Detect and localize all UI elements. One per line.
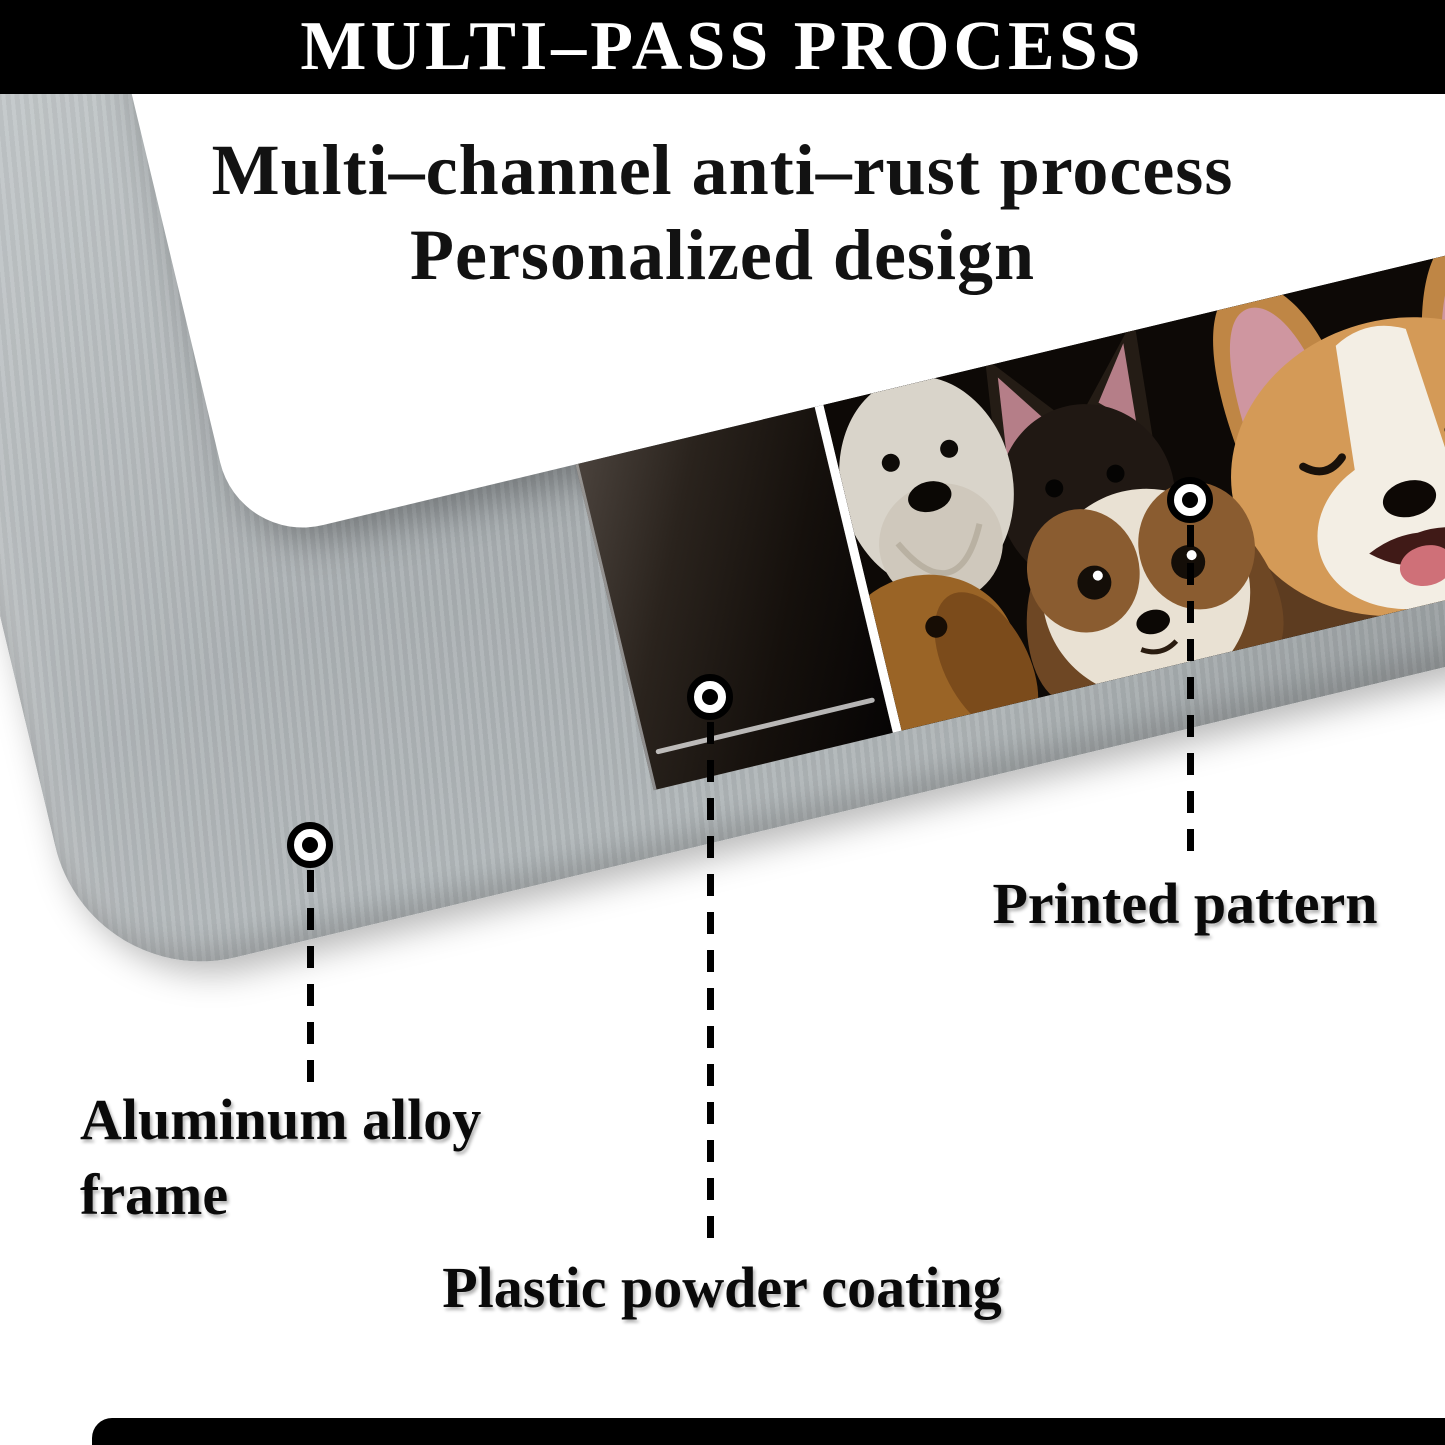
banner-title: MULTI–PASS PROCESS [300,8,1145,85]
headline: Multi–channel anti–rust process Personal… [0,128,1445,298]
license-plate-frame-cutaway [0,0,1445,993]
callout-dot-core-icon [1182,492,1198,508]
printed-pattern-layer [814,236,1445,733]
white-terrier-illustration [839,376,1014,604]
callout-label-aluminum: Aluminum alloy frame [80,1087,482,1228]
callout-dot-pattern-icon [1167,477,1213,523]
callout-dot-coating-icon [687,674,733,720]
headline-line2: Personalized design [410,214,1035,295]
corgi-illustration [1213,236,1445,617]
callout-dashed-line-aluminum [307,870,314,1082]
callout-label-pattern: Printed pattern [992,871,1378,936]
top-banner: MULTI–PASS PROCESS [0,0,1445,94]
callout-dot-aluminum-icon [287,822,333,868]
callout-label-coating: Plastic powder coating [442,1255,1002,1320]
callout-dot-core-icon [302,837,318,853]
callout-dashed-line-coating [707,722,714,1250]
shih-tzu-illustration [1026,482,1284,704]
callout-dashed-line-pattern [1187,525,1194,866]
callout-dot-core-icon [702,689,718,705]
dogs-print-illustration [823,236,1445,731]
headline-line1: Multi–channel anti–rust process [211,130,1234,210]
bottom-divider-bar [92,1418,1445,1445]
